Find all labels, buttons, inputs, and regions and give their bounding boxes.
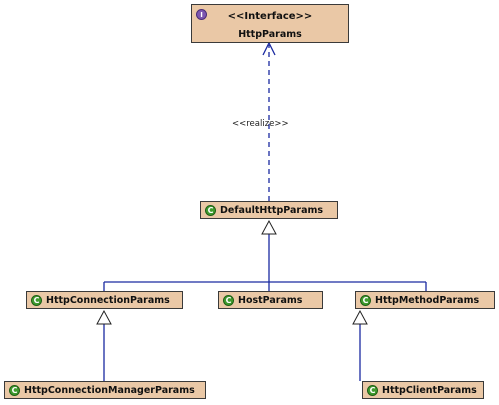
- class-http-connection-params[interactable]: C HttpConnectionParams: [26, 291, 183, 309]
- class-icon: C: [367, 384, 378, 396]
- class-http-method-params[interactable]: C HttpMethodParams: [355, 291, 495, 309]
- realization-arrowhead: [262, 41, 276, 56]
- class-name: HostParams: [238, 294, 303, 306]
- class-host-params[interactable]: C HostParams: [218, 291, 323, 309]
- class-http-connection-manager-params[interactable]: C HttpConnectionManagerParams: [4, 381, 206, 399]
- class-icon: C: [223, 294, 234, 306]
- class-name: HttpClientParams: [382, 384, 477, 396]
- class-default-http-params[interactable]: C DefaultHttpParams: [200, 201, 338, 219]
- class-name: HttpMethodParams: [375, 294, 480, 306]
- class-name: HttpConnectionParams: [46, 294, 170, 306]
- class-name: DefaultHttpParams: [220, 204, 324, 216]
- interface-icon: I: [196, 9, 207, 20]
- class-icon: C: [9, 384, 20, 396]
- class-icon: C: [31, 294, 42, 306]
- class-icon: C: [205, 204, 216, 216]
- realize-stereotype-label: <<realize>>: [232, 119, 289, 129]
- generalization-arrowhead-default-http-params: [261, 219, 277, 235]
- generalization-arrowhead-http-method-params: [352, 309, 368, 325]
- interface-http-params[interactable]: I <<Interface>> HttpParams: [191, 4, 349, 43]
- class-http-client-params[interactable]: C HttpClientParams: [362, 381, 484, 399]
- class-icon: C: [360, 294, 371, 306]
- interface-stereotype: <<Interface>>: [227, 11, 313, 22]
- class-name: HttpConnectionManagerParams: [24, 384, 195, 396]
- generalization-arrowhead-http-connection-params: [96, 309, 112, 325]
- interface-name: HttpParams: [238, 29, 302, 40]
